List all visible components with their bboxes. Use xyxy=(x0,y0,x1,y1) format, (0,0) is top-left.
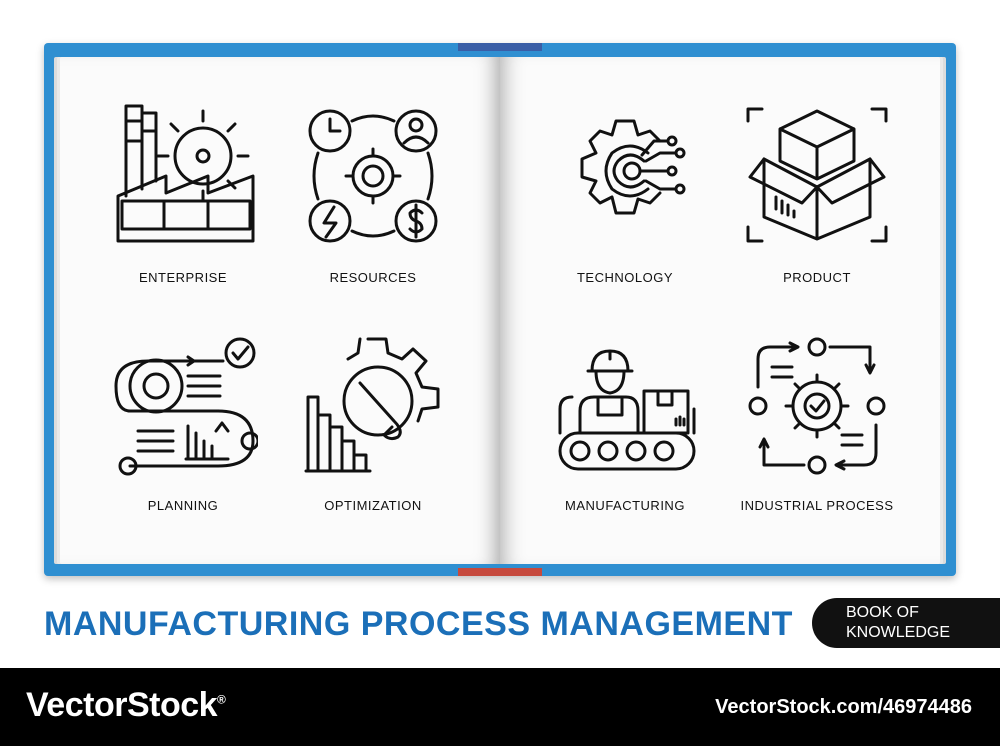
left-page: ENTERPRISE RESOURCES xyxy=(60,57,500,564)
resources-cycle-icon xyxy=(298,101,448,251)
optimization-label: OPTIMIZATION xyxy=(324,498,422,513)
process-cycle-icon xyxy=(742,331,892,481)
footer-bar: VectorStock® VectorStock.com/46974486 xyxy=(0,668,1000,746)
badge-line-1: BOOK OF xyxy=(846,604,919,621)
open-box-icon xyxy=(742,101,892,251)
book-spine-bottom xyxy=(458,568,542,576)
image-id: VectorStock.com/46974486 xyxy=(715,696,972,718)
manufacturing-label: MANUFACTURING xyxy=(565,498,685,513)
open-book: ENTERPRISE RESOURCES xyxy=(44,43,956,576)
worker-conveyor-icon xyxy=(550,331,700,481)
enterprise-label: ENTERPRISE xyxy=(138,270,228,285)
factory-gear-icon xyxy=(108,101,258,251)
brand-name: VectorStock xyxy=(26,686,218,724)
planning-label: PLANNING xyxy=(147,498,219,513)
product-label: PRODUCT xyxy=(783,270,851,285)
planning-flow-icon xyxy=(108,331,260,481)
badge-line-2: KNOWLEDGE xyxy=(846,624,951,641)
gear-wrench-chart-icon xyxy=(298,331,448,481)
brand-registered-mark: ® xyxy=(217,692,226,707)
right-page: TECHNOLOGY PRODUCT xyxy=(500,57,940,564)
brand-logo[interactable]: VectorStock® xyxy=(26,686,226,725)
book-of-knowledge-badge: BOOK OF KNOWLEDGE xyxy=(812,598,1000,648)
resources-label: RESOURCES xyxy=(329,270,417,285)
technology-label: TECHNOLOGY xyxy=(576,270,673,285)
industrial-process-label: INDUSTRIAL PROCESS xyxy=(740,498,894,513)
book-spine-top xyxy=(458,43,542,51)
gear-circuit-icon xyxy=(550,101,700,251)
page-title: MANUFACTURING PROCESS MANAGEMENT xyxy=(44,605,793,643)
